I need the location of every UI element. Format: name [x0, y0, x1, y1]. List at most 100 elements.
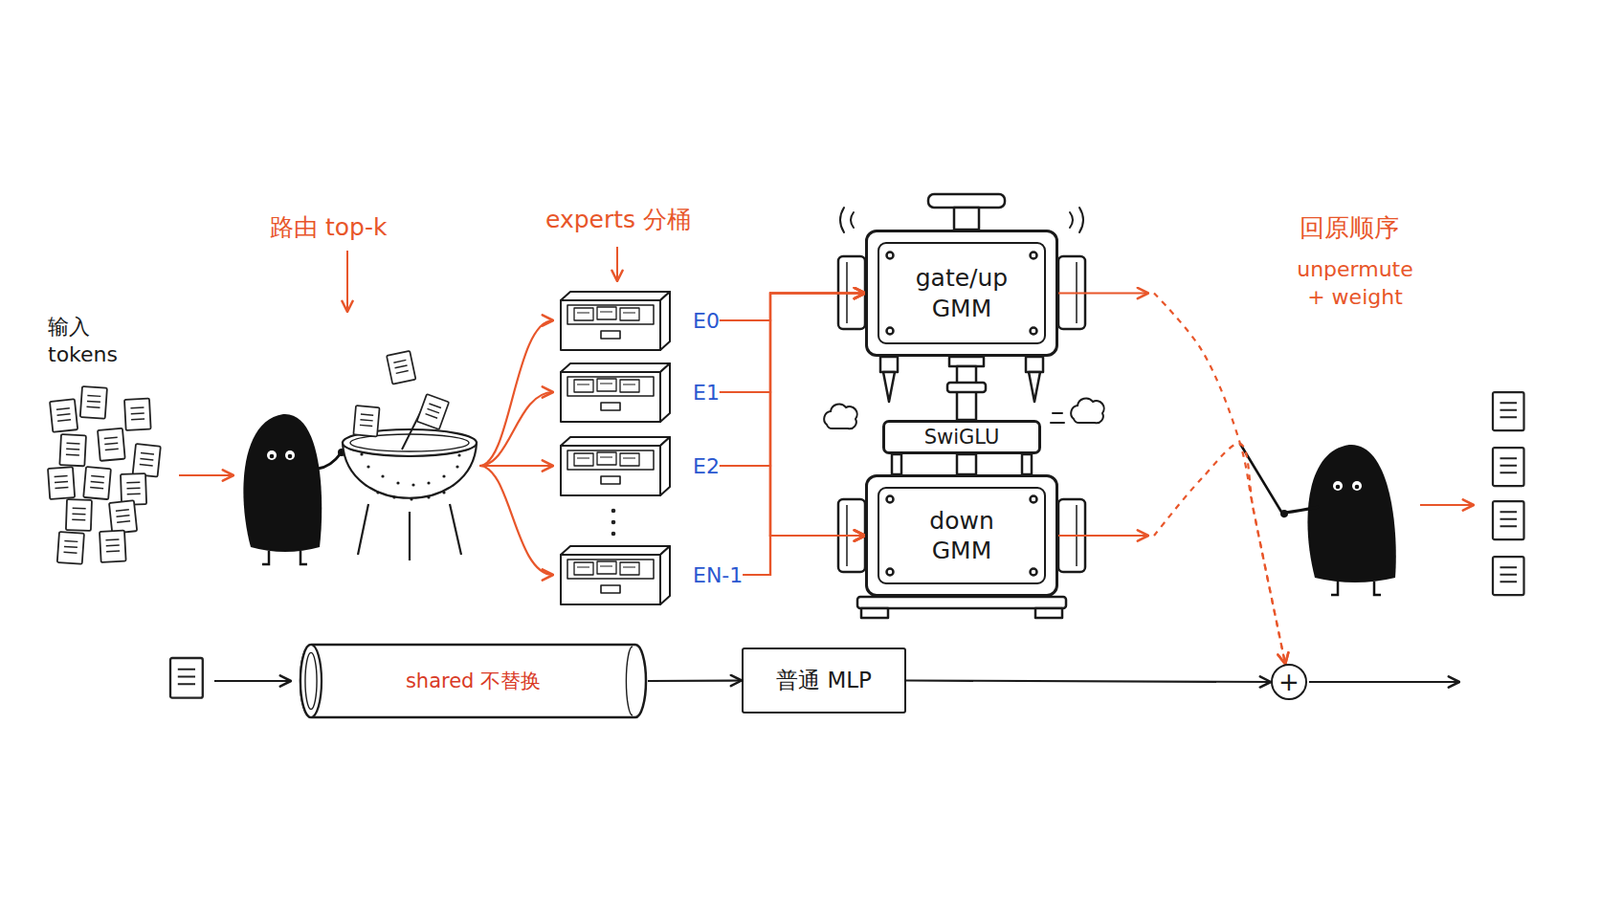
press-frame [956, 454, 977, 475]
combiner-character [1307, 444, 1396, 583]
press-frame [1028, 372, 1041, 402]
colander [380, 474, 384, 478]
drawer-part [597, 307, 617, 320]
pipe-body [300, 644, 646, 718]
annotation-label: 回原顺序 [1299, 212, 1400, 245]
steam-puffs [1050, 413, 1065, 423]
connector [1058, 293, 1286, 666]
flying-tokens [353, 351, 449, 438]
connector-line [1154, 293, 1286, 666]
colander [411, 483, 415, 487]
press-frame [883, 372, 895, 402]
press-frame [838, 194, 1086, 619]
press-frame [861, 608, 889, 619]
drawer-part [560, 445, 661, 496]
colander [392, 495, 396, 499]
vibration-marks [850, 212, 854, 228]
drawer-part [574, 453, 594, 467]
colander [357, 504, 462, 561]
connector-line [719, 320, 866, 536]
colander [442, 474, 445, 478]
token-pile [47, 386, 161, 565]
press-frame [1030, 328, 1038, 335]
colander [426, 495, 430, 499]
drawer-part [597, 378, 617, 392]
pipe-end [625, 646, 633, 716]
colander [455, 465, 459, 468]
drawer-part [600, 585, 621, 594]
pipe-end [300, 644, 322, 718]
combiner-character [1280, 510, 1289, 518]
node-text: down GMM [904, 506, 1020, 567]
output-tokens [1492, 392, 1525, 596]
colander [359, 452, 363, 456]
drawer-drawing [558, 288, 672, 353]
press-frame [878, 488, 1045, 584]
press-frame [880, 356, 898, 373]
connector [719, 466, 866, 536]
router-leader [346, 250, 349, 312]
expert-bucket: E0 [558, 288, 720, 353]
connector [906, 681, 1271, 684]
swiglu-plate: SwiGLU [882, 420, 1042, 455]
drawer-part [600, 402, 621, 411]
connector-line [742, 535, 866, 576]
connector-line [719, 293, 866, 467]
drawer-part [577, 566, 636, 568]
node-text: SwiGLU [924, 425, 1000, 449]
steam-puffs [1070, 398, 1104, 423]
token-pile [49, 399, 78, 433]
vibration-marks [840, 207, 845, 233]
colander [396, 481, 400, 485]
colander [376, 490, 379, 494]
router-character [243, 414, 322, 553]
connector-line [742, 293, 866, 577]
drawer-part [560, 363, 670, 373]
ellipsis-dots [611, 509, 617, 537]
press-frame [949, 356, 984, 367]
drawer-part [600, 476, 621, 485]
colander [442, 490, 445, 494]
expert-bucket: EN-1 [558, 543, 743, 607]
drawer-part [560, 555, 661, 605]
drawer-part [600, 331, 621, 339]
connector-line [719, 466, 866, 536]
drawer-part [660, 291, 670, 351]
drawer-part [577, 383, 636, 385]
annotation-label: experts 分桶 [545, 204, 691, 237]
connector-line [1058, 291, 1149, 294]
colander [409, 497, 413, 501]
token-pile [97, 428, 126, 462]
flying-tokens [386, 351, 416, 385]
colander [350, 434, 469, 452]
token-pile [124, 399, 152, 431]
mlp-box: 普通 MLP [741, 647, 907, 714]
token-pile [99, 531, 127, 563]
drawer-part [577, 311, 636, 313]
drawer-part [574, 562, 594, 576]
press-frame [878, 243, 1045, 344]
colander [457, 453, 461, 457]
vibration-marks [1079, 207, 1084, 233]
dispatch-arrows [479, 320, 554, 576]
press-frame [1030, 252, 1038, 260]
drawer-part [560, 291, 670, 301]
drawer-part [574, 308, 594, 321]
drawer-drawing [558, 360, 672, 424]
node-text: EN-1 [692, 563, 743, 588]
pipe-end [305, 652, 317, 710]
connector [647, 680, 742, 683]
press-frame [857, 597, 1067, 609]
press-frame [1025, 356, 1044, 373]
steam-puffs [823, 403, 857, 429]
drawer-part [567, 450, 654, 470]
router-character [266, 450, 277, 461]
drawer-part [620, 308, 640, 321]
token-pile [80, 386, 108, 420]
drawer-part [660, 546, 670, 605]
press-frame [954, 207, 979, 230]
output-tokens [1492, 392, 1525, 431]
shared-pipe: shared 不替换 [298, 643, 648, 720]
colander [342, 400, 477, 561]
